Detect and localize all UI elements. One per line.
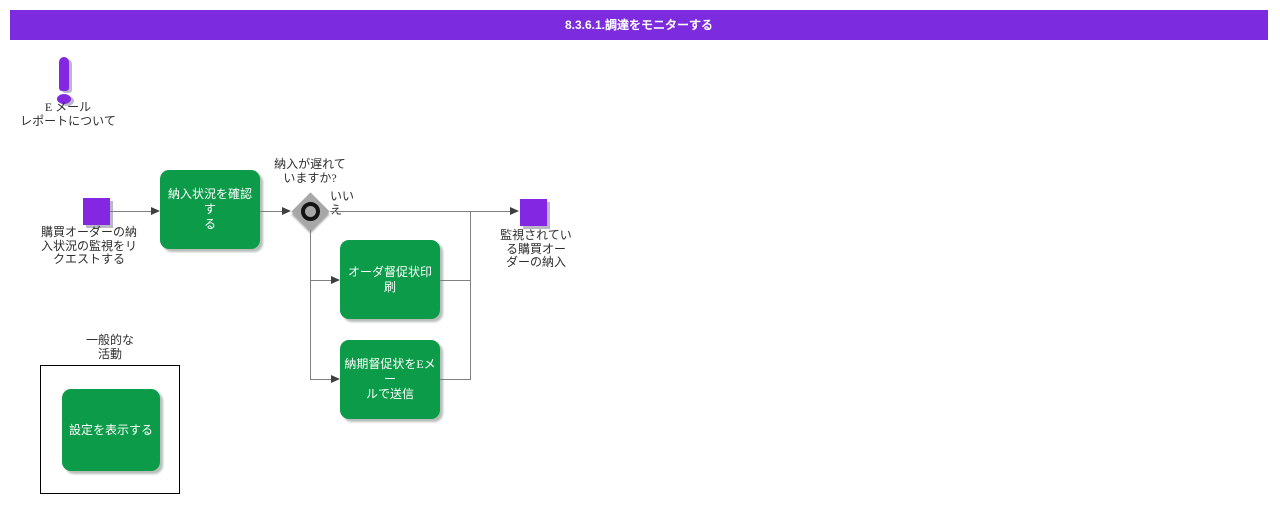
activity-print-label: オーダ督促状印刷 xyxy=(347,264,432,294)
end-event-square[interactable] xyxy=(520,199,547,226)
gateway-no-branch-label: いいえ xyxy=(330,189,355,217)
connector-gateway-branch-vertical xyxy=(310,230,311,379)
connector-check-to-gateway xyxy=(260,211,285,212)
note-label: E メール レポートについて xyxy=(20,100,116,128)
activity-check-delivery[interactable]: 納入状況を確認す る xyxy=(160,170,260,249)
arrowhead-icon xyxy=(331,375,340,383)
gateway-or-circle-icon xyxy=(301,202,320,221)
legend-activity-sample: 設定を表示する xyxy=(62,389,160,471)
connector-email-to-merge xyxy=(440,379,470,380)
diagram-title-bar: 8.3.6.1.調達をモニターする xyxy=(10,10,1268,40)
exclamation-icon-bar xyxy=(59,57,69,91)
legend-activity-label: 設定を表示する xyxy=(68,422,153,437)
connector-print-to-merge xyxy=(440,280,470,281)
connector-start-to-check xyxy=(110,211,153,212)
legend-title: 一般的な 活動 xyxy=(85,333,134,361)
start-event-square[interactable] xyxy=(83,198,110,225)
arrowhead-icon xyxy=(282,207,291,215)
activity-email-reminder[interactable]: 納期督促状をEメー ルで送信 xyxy=(340,340,440,419)
activity-email-label: 納期督促状をEメー ルで送信 xyxy=(344,357,436,401)
arrowhead-icon xyxy=(510,207,519,215)
page-title: 8.3.6.1.調達をモニターする xyxy=(564,18,714,32)
end-event-label: 監視されてい る購買オー ダーの納入 xyxy=(500,228,572,269)
connector-merge-vertical xyxy=(470,211,471,380)
gateway-question-label: 納入が遅れて いますか? xyxy=(274,157,346,185)
activity-print-reminder[interactable]: オーダ督促状印刷 xyxy=(340,240,440,319)
arrowhead-icon xyxy=(331,276,340,284)
exclamation-icon-dot xyxy=(57,94,71,104)
activity-check-label: 納入状況を確認す る xyxy=(167,187,252,231)
arrowhead-icon xyxy=(151,207,160,215)
start-event-label: 購買オーダーの納 入状況の監視をリ クエストする xyxy=(40,225,137,266)
connector-branch-to-print xyxy=(310,280,331,281)
connector-branch-to-email xyxy=(310,379,331,380)
connector-gateway-to-end xyxy=(330,211,510,212)
